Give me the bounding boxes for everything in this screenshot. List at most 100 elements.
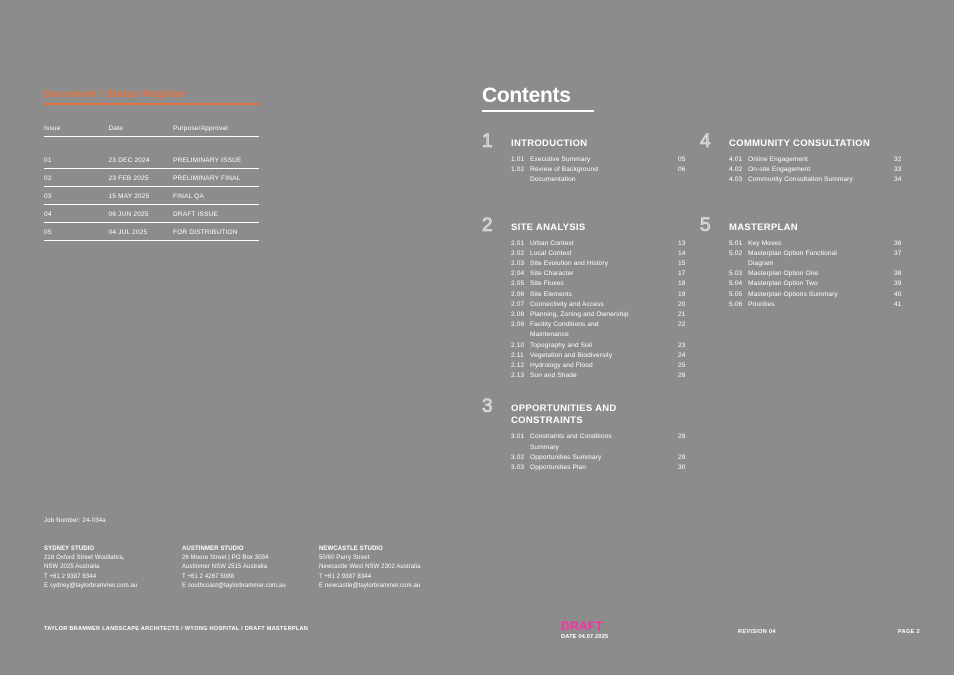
studio-address-line-2: NSW 2025 Australia bbox=[44, 564, 100, 571]
toc-entry-label: Masterplan Option Two bbox=[748, 280, 818, 288]
draft-stamp: DRAFT DATE 04.07.2025 bbox=[561, 620, 608, 641]
studio-address-line-2: Newcastle West NSW 2302 Australia bbox=[319, 564, 421, 571]
studio-name: NEWCASTLE STUDIO bbox=[319, 546, 383, 552]
register-cell-purpose: PRELIMINARY FINAL bbox=[173, 168, 259, 187]
toc-entry-label: Local Context bbox=[530, 249, 572, 257]
toc-entry-number: 2.09 bbox=[511, 321, 525, 329]
toc-entry-number: 1.01 bbox=[511, 156, 525, 163]
register-title: Document / Status Register bbox=[44, 88, 259, 105]
toc-section-title: SITE ANALYSIS bbox=[511, 221, 586, 233]
register-cell-issue: 01 bbox=[44, 151, 109, 169]
toc-entry-page: 30 bbox=[678, 464, 686, 472]
toc-entry-number: 5.05 bbox=[729, 290, 743, 298]
register-cell-issue: 03 bbox=[44, 186, 109, 205]
toc-entry-number: 5.01 bbox=[729, 239, 743, 247]
toc-entry-label: Vegetation and Biodiversity bbox=[530, 351, 613, 359]
toc-entry-page: 37 bbox=[894, 249, 902, 257]
toc-entry[interactable]: 2.11 Vegetation and Biodiversity 24 bbox=[511, 351, 700, 361]
toc-entry[interactable]: Documentation bbox=[511, 175, 700, 185]
toc-entry-page: 28 bbox=[678, 433, 686, 441]
toc-section-title: INTRODUCTION bbox=[511, 138, 588, 149]
toc-entry-page: 21 bbox=[678, 311, 686, 319]
register-col-date: Date bbox=[108, 125, 173, 137]
toc-entry-page: 18 bbox=[678, 280, 686, 288]
toc-entry-label: Documentation bbox=[530, 176, 576, 184]
toc-entry-number: 3.03 bbox=[511, 464, 525, 472]
studio-email[interactable]: E sydney@taylorbrammer.com.au bbox=[44, 582, 138, 589]
toc-entry-page: 14 bbox=[678, 249, 686, 257]
toc-section-title: COMMUNITY CONSULTATION bbox=[729, 138, 870, 149]
contents-heading: Contents bbox=[482, 84, 571, 107]
toc-section-number: 2 bbox=[482, 214, 493, 236]
toc-entry-number: 4.02 bbox=[729, 166, 743, 174]
toc-entry-number: 2.12 bbox=[511, 362, 525, 370]
toc-entry-number: 2.13 bbox=[511, 372, 525, 380]
studio-name: SYDNEY STUDIO bbox=[44, 546, 95, 552]
toc-entry-page: 34 bbox=[894, 176, 902, 184]
toc-entry-label: Connectivity and Access bbox=[530, 300, 604, 308]
toc-entry-page: 41 bbox=[894, 300, 902, 308]
draft-label: DRAFT bbox=[561, 619, 604, 633]
toc-entry[interactable]: Diagram bbox=[729, 259, 916, 269]
toc-entry-label: Planning, Zoning and Ownership bbox=[530, 311, 629, 319]
register-col-purpose: Purpose/Approval bbox=[173, 125, 259, 137]
toc-entry[interactable]: Summary bbox=[511, 443, 700, 453]
toc-entry-number: 2.11 bbox=[511, 351, 524, 359]
toc-entry[interactable]: Maintenance bbox=[511, 330, 700, 340]
toc-entry-label: Opportunities Plan bbox=[530, 464, 587, 472]
toc-entry-page: 32 bbox=[894, 156, 902, 163]
toc-entry-label: Hydrology and Flood bbox=[530, 362, 593, 370]
toc-section-title: MASTERPLAN bbox=[729, 221, 798, 233]
studio-email[interactable]: E newcastle@taylorbrammer.com.au bbox=[319, 582, 421, 589]
toc-entry-page: 24 bbox=[678, 351, 686, 359]
toc-entry-number: 4.01 bbox=[729, 156, 743, 163]
toc-entry-label: Community Consultation Summary bbox=[748, 176, 853, 184]
studio-address-line-1: 26 Moore Street | PO Box 3034 bbox=[182, 555, 269, 562]
register-cell-purpose: DRAFT ISSUE bbox=[173, 204, 259, 223]
studio-email[interactable]: E southcoast@taylorbrammer.com.au bbox=[182, 582, 286, 589]
toc-section-number: 5 bbox=[700, 214, 711, 236]
toc-entry-page: 06 bbox=[678, 166, 686, 174]
toc-entry-number: 2.05 bbox=[511, 280, 525, 288]
register-header-row: Issue Date Purpose/Approval bbox=[44, 125, 259, 137]
toc-entry-number: 1.02 bbox=[511, 166, 525, 174]
footer-page-number: PAGE 2 bbox=[898, 629, 920, 635]
toc-entry[interactable]: 3.03 Opportunities Plan 30 bbox=[511, 463, 700, 473]
footer-revision: REVISION 04 bbox=[738, 629, 776, 635]
toc-entry-number: 5.06 bbox=[729, 300, 743, 308]
register-col-issue: Issue bbox=[44, 125, 109, 137]
toc-entry-label: Opportunities Summary bbox=[530, 453, 602, 461]
toc-section-number: 4 bbox=[700, 131, 711, 152]
toc-entry-label: Masterplan Option Functional bbox=[748, 249, 837, 257]
